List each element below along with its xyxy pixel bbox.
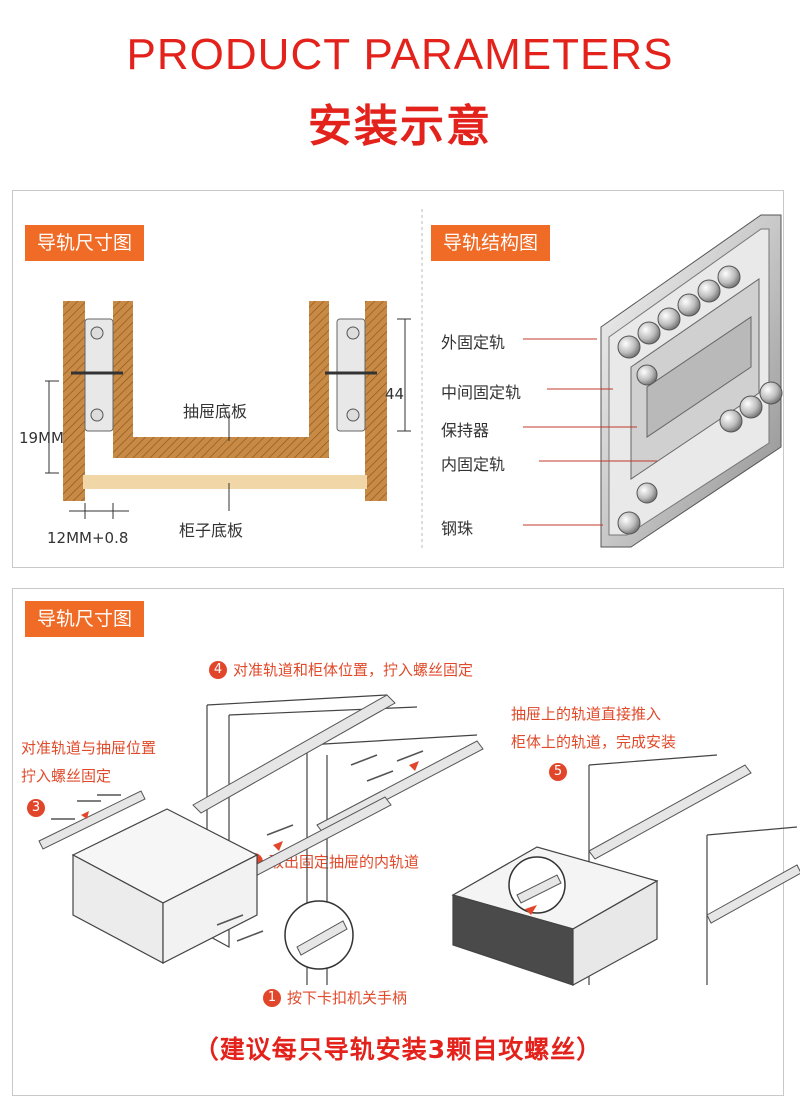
middle-fixed-rail-label: 中间固定轨 — [441, 383, 522, 402]
screws — [51, 750, 424, 942]
height-44-label: 44 — [385, 385, 405, 403]
height-19mm-label: 19MM — [19, 429, 64, 447]
rail-dimension-tag: 导轨尺寸图 — [25, 225, 145, 261]
retainer-label: 保持器 — [441, 421, 490, 440]
drawer-bottom-label: 抽屉底板 — [183, 402, 248, 421]
drawer-box-left — [71, 808, 259, 964]
step-5-badge: 5 — [549, 763, 567, 781]
cabinet-rails-left — [192, 694, 484, 894]
step-1-text: 按下卡扣机关手柄 — [287, 989, 408, 1007]
outer-fixed-rail-label: 外固定轨 — [441, 333, 506, 352]
installation-tag: 导轨尺寸图 — [25, 601, 145, 637]
step-3-text-line1: 对准轨道与抽屉位置 — [21, 739, 157, 757]
left-slide-rail — [71, 318, 123, 432]
inner-fixed-rail-label: 内固定轨 — [441, 455, 506, 474]
drawer-cross-section-diagram — [45, 301, 411, 519]
direction-arrows — [81, 761, 537, 915]
rail-structure-illustration — [600, 214, 783, 548]
page-title-english: PRODUCT PARAMETERS — [126, 30, 674, 79]
installation-steps-panel: 导轨尺寸图 4 对准轨道和柜体位置，拧入螺丝固定 对准轨道与抽屉位置 拧入螺丝固… — [12, 588, 800, 1096]
cabinet-bottom-label: 柜子底板 — [179, 521, 244, 540]
installation-illustration — [38, 694, 800, 987]
step-1-badge: 1 — [263, 989, 281, 1007]
step-3-text-line2: 拧入螺丝固定 — [21, 767, 112, 785]
step-5-text-line1: 抽屉上的轨道直接推入 — [511, 705, 662, 723]
step-4-text: 对准轨道和柜体位置，拧入螺丝固定 — [233, 661, 474, 679]
drawer-body — [113, 301, 329, 458]
step-4-badge: 4 — [209, 661, 227, 679]
cabinet-bottom-board — [83, 475, 367, 489]
cabinet-right-wall — [365, 301, 387, 501]
rail-structure-tag: 导轨结构图 — [431, 225, 551, 261]
steel-ball-label: 钢珠 — [441, 519, 474, 538]
width-12mm-label: 12MM+0.8 — [47, 529, 129, 547]
cabinet-left-wall — [63, 301, 85, 501]
footer-screw-note: （建议每只导轨安装3颗自攻螺丝） — [193, 1035, 603, 1064]
step-3-badge: 3 — [27, 799, 45, 817]
page-title-chinese: 安装示意 — [308, 101, 492, 152]
cabinet-rail-right-lower — [706, 864, 800, 924]
cabinet-rail-right — [588, 764, 752, 860]
right-slide-rail — [325, 318, 377, 432]
structure-leader-lines — [523, 338, 657, 526]
panel-divider — [421, 209, 423, 549]
drawer-side-rail — [38, 790, 146, 850]
step-5-text-line2: 柜体上的轨道，完成安装 — [511, 733, 677, 751]
dimension-structure-panel: 导轨尺寸图 导轨结构图 — [12, 190, 784, 568]
